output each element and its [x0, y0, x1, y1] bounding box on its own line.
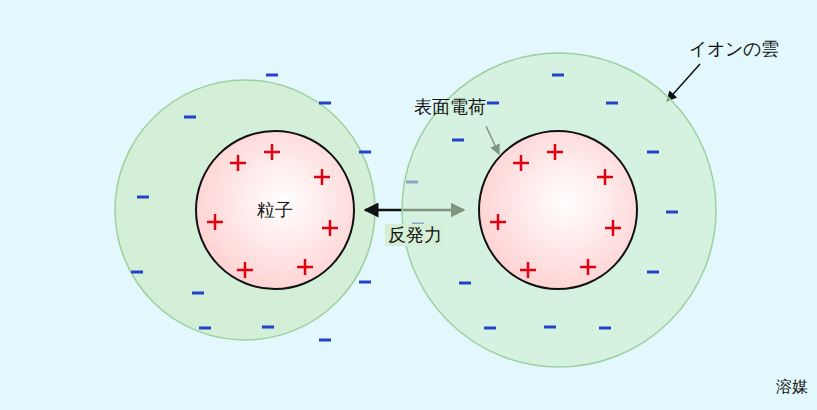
negative-ions: [131, 75, 424, 340]
leader-line: [667, 64, 700, 101]
cloud-label: イオンの雲: [689, 38, 779, 60]
particle: 粒子: [195, 130, 355, 290]
medium-label: 溶媒: [776, 377, 808, 396]
particle-label: 粒子: [257, 199, 293, 221]
ion-cloud: イオンの雲表面電荷: [401, 52, 717, 368]
particle-outline: [478, 130, 638, 290]
force-label: 反発力: [385, 224, 445, 246]
particle: 表面電荷: [478, 130, 638, 290]
charge-label: 表面電荷: [414, 96, 486, 118]
ion-cloud: [115, 80, 375, 340]
